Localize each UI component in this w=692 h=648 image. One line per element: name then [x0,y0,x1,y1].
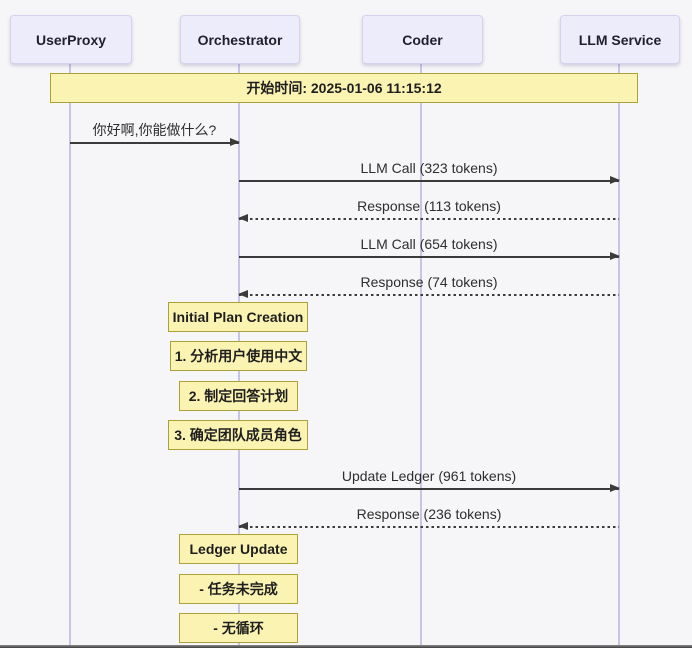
note-task-incomplete: - 任务未完成 [179,574,298,604]
lifeline-userproxy [69,61,71,648]
note-initial-plan: Initial Plan Creation [168,302,308,332]
message-response-1: Response (113 tokens) [238,198,619,224]
window-bottom-edge [0,645,692,648]
note-label: Ledger Update [189,541,288,557]
message-label: Response (74 tokens) [360,274,498,290]
message-label: LLM Call (654 tokens) [360,236,498,252]
participant-label: Coder [402,31,443,48]
note-ledger-update: Ledger Update [179,534,298,564]
note-label: 3. 确定团队成员角色 [174,427,302,443]
message-label: LLM Call (323 tokens) [360,160,498,176]
message-response-3: Response (236 tokens) [238,506,619,532]
note-plan-step-2: 2. 制定回答计划 [179,381,298,411]
arrowhead-right-icon [610,484,620,492]
arrowhead-left-icon [238,214,248,222]
start-time-label: 开始时间: 2025-01-06 11:15:12 [246,80,442,96]
note-label: Initial Plan Creation [172,309,304,325]
message-label: 你好啊,你能做什么? [92,122,217,138]
participant-userproxy: UserProxy [10,15,132,64]
participant-label: Orchestrator [197,31,283,48]
participant-label: LLM Service [578,31,662,48]
message-update-ledger: Update Ledger (961 tokens) [239,468,620,494]
arrowhead-right-icon [230,138,240,146]
note-label: 2. 制定回答计划 [188,388,289,404]
participant-orchestrator: Orchestrator [180,15,300,64]
lifeline-coder [420,61,422,648]
lifeline-llm-service [618,61,620,648]
arrowhead-left-icon [238,522,248,530]
participant-label: UserProxy [35,31,107,48]
message-label: Response (236 tokens) [356,506,502,522]
arrow-line [239,256,619,258]
participant-llm-service: LLM Service [560,15,680,64]
arrow-line [239,488,619,490]
message-label: Response (113 tokens) [357,198,501,214]
message-llm-call-2: LLM Call (654 tokens) [239,236,620,262]
note-plan-step-3: 3. 确定团队成员角色 [168,420,308,450]
note-plan-step-1: 1. 分析用户使用中文 [170,341,307,371]
message-user-greeting: 你好啊,你能做什么? [70,122,240,148]
arrowhead-left-icon [238,290,248,298]
note-label: - 任务未完成 [199,581,278,597]
note-no-loop: - 无循环 [179,613,298,643]
arrow-line [70,142,239,144]
message-response-2: Response (74 tokens) [238,274,619,300]
participant-coder: Coder [362,15,483,64]
arrow-line-dashed [239,294,619,296]
note-label: 1. 分析用户使用中文 [174,348,303,364]
arrowhead-right-icon [610,252,620,260]
arrow-line-dashed [239,526,619,528]
arrow-line [239,180,619,182]
message-label: Update Ledger (961 tokens) [341,468,517,484]
arrowhead-right-icon [610,176,620,184]
start-time-note: 开始时间: 2025-01-06 11:15:12 [50,73,638,103]
note-label: - 无循环 [213,620,264,636]
message-llm-call-1: LLM Call (323 tokens) [239,160,620,186]
arrow-line-dashed [239,218,619,220]
